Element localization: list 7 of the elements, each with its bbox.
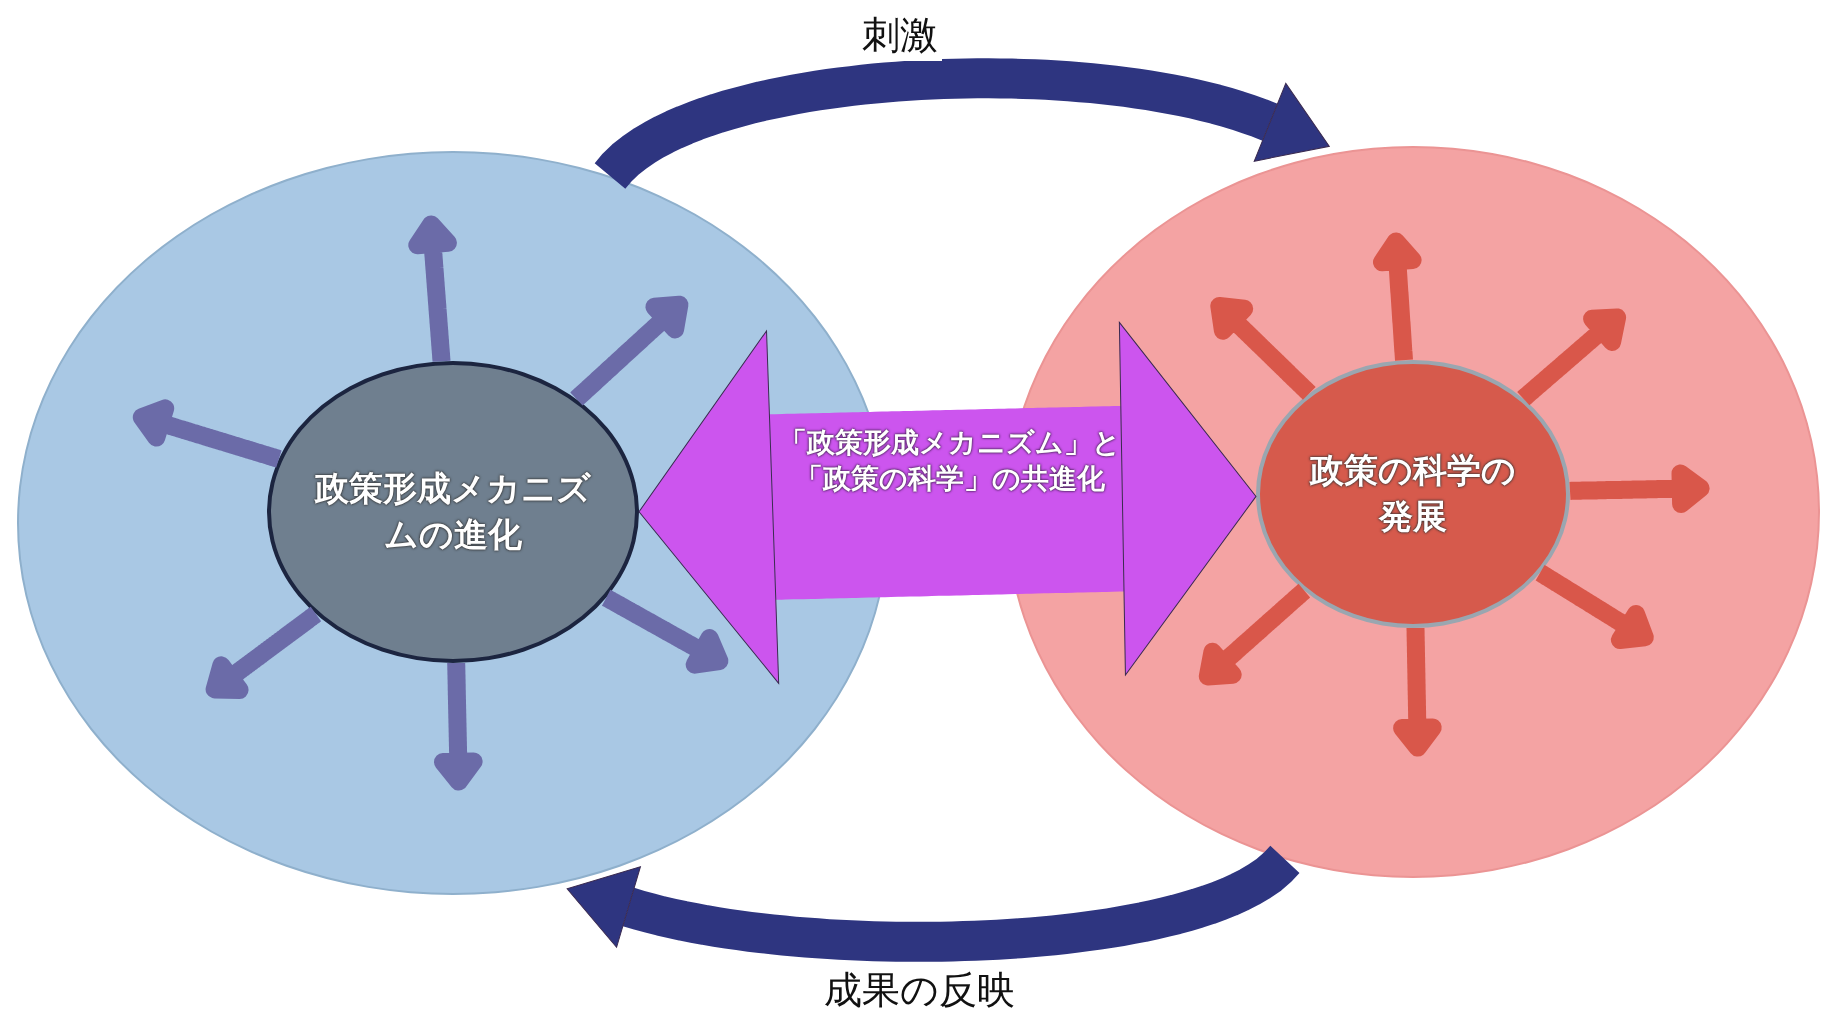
curved-arrow	[566, 845, 1300, 962]
node-text: 政策形成メカニズムの進化	[313, 467, 592, 556]
edge-label: 「政策形成メカニズム」と「政策の科学」の共進化	[777, 425, 1122, 498]
curved-arrow	[594, 58, 1330, 189]
node-text: 政策の科学の発展	[1308, 449, 1517, 538]
arrow	[567, 295, 689, 408]
double-arrow	[638, 321, 1257, 684]
